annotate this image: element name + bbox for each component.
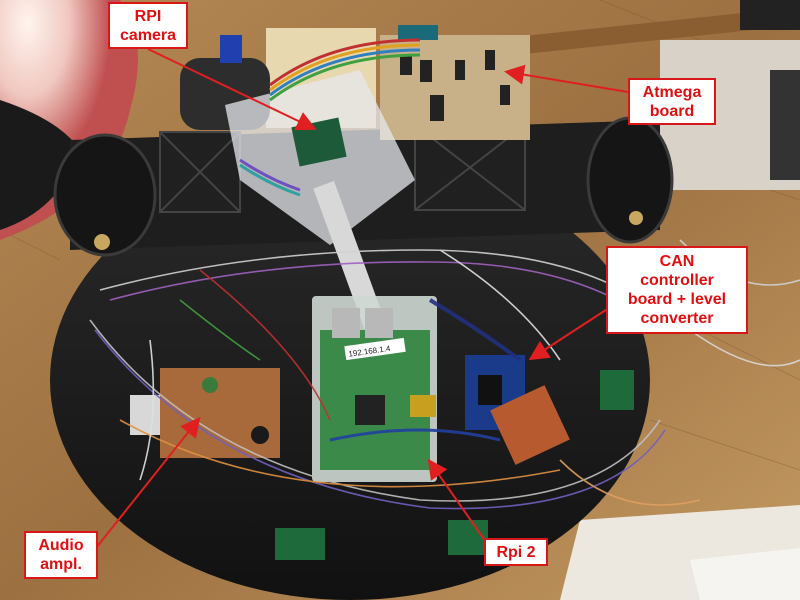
blue-light — [220, 35, 242, 63]
audio-connector — [130, 395, 160, 435]
label-atmega-board: Atmega board — [628, 78, 716, 125]
paper-sheet-2 — [690, 548, 800, 600]
black-part-right — [770, 70, 800, 180]
left-screw — [94, 234, 110, 250]
can-chip — [478, 375, 502, 405]
audio-capacitor-1 — [202, 377, 218, 393]
label-rpi-camera: RPI camera — [108, 2, 188, 49]
green-connector-right — [600, 370, 634, 410]
label-audio-ampl: Audio ampl. — [24, 531, 98, 579]
green-connector-bottom-right — [448, 520, 488, 555]
dark-device — [740, 0, 800, 30]
rpi-usb-1 — [332, 308, 360, 338]
rpi-gold-chip — [410, 395, 436, 417]
right-wheel-well — [586, 116, 674, 244]
right-screw — [629, 211, 643, 225]
label-can-controller: CAN controller board + level converter — [606, 246, 748, 334]
green-connector-bottom-left — [275, 528, 325, 560]
level-converter-pcb — [490, 385, 570, 465]
left-wheel-well — [53, 133, 157, 257]
atmega-components — [400, 50, 510, 121]
lamp-base — [0, 100, 80, 230]
rpi-cpu — [355, 395, 385, 425]
atmega-connector — [398, 25, 438, 40]
rpi-usb-2 — [365, 308, 393, 338]
audio-capacitor-2 — [251, 426, 269, 444]
rpi-sticker — [344, 337, 406, 361]
label-rpi2: Rpi 2 — [484, 538, 548, 566]
